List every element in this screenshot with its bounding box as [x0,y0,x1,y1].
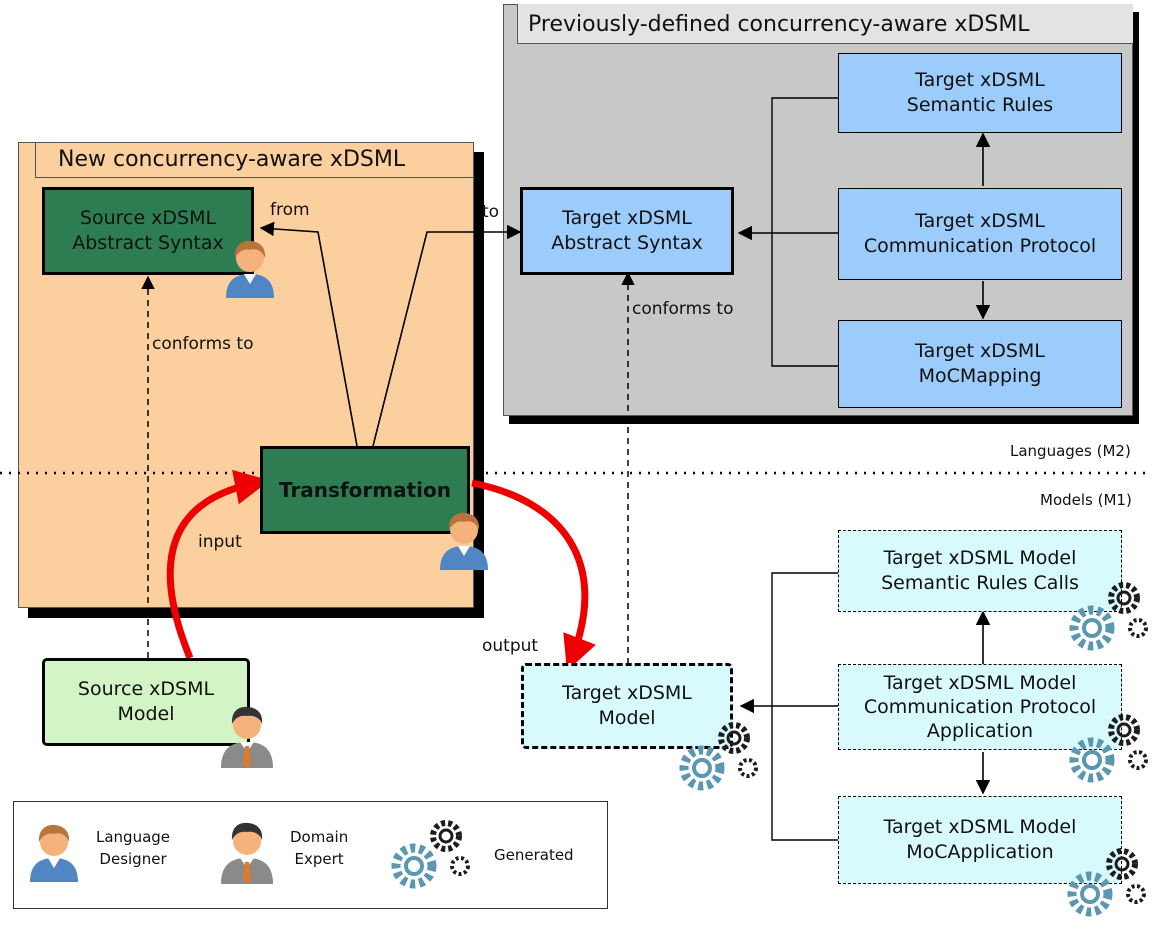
models-level-label: Models (M1) [1040,491,1132,509]
generated-gears-icon [1069,714,1148,783]
target-semantic-rules-label: Target xDSML Semantic Rules [906,69,1054,116]
prev-xdsml-title: Previously-defined concurrency-aware xDS… [528,12,1030,37]
transformation-label: Transformation [279,477,451,502]
output-edge [471,479,596,672]
target-model-comm-app-box[interactable] [838,664,1122,750]
input-edge [166,469,270,660]
target-model-moc-app-label: Target xDSML Model MoCApplication [883,816,1077,863]
target-model-src-calls-label: Target xDSML Model Semantic Rules Calls [881,547,1079,594]
generated-gears-icon [679,722,758,791]
languages-level-label: Languages (M2) [1010,442,1131,460]
m1-group-bracket [771,572,838,841]
source-abstract-syntax-box[interactable] [42,187,254,275]
legend-domain-expert-label: Domain Expert [290,828,349,868]
legend-generated-label: Generated [494,846,574,864]
to-edge [372,224,522,447]
output-label: output [482,636,539,656]
target-abstract-syntax-label: Target xDSML Abstract Syntax [551,207,703,254]
legend-box [13,801,608,909]
target-model-box[interactable] [521,663,733,749]
target-semantic-rules-box[interactable] [838,53,1122,133]
from-label: from [270,200,310,220]
source-model-box[interactable] [42,658,250,746]
language-designer-icon [440,512,488,570]
legend-language-designer-label: Language Designer [96,828,171,868]
target-moc-mapping-label: Target xDSML MoCMapping [915,340,1045,387]
conforms-to-source-label: conforms to [152,334,254,354]
language-designer-icon [30,824,78,882]
language-designer-icon [226,240,274,298]
target-model-moc-app-box[interactable] [838,796,1122,884]
input-label: input [198,532,242,552]
source-abstract-syntax-label: Source xDSML Abstract Syntax [72,207,224,254]
prev-xdsml-title-bar [517,4,1133,44]
from-edge [259,221,358,447]
target-model-comm-app-label: Target xDSML Model Communication Protoco… [863,672,1097,742]
target-model-src-calls-box[interactable] [838,530,1122,612]
conforms-to-target-label: conforms to [632,299,734,319]
target-model-label: Target xDSML Model [562,682,692,729]
target-communication-protocol-box[interactable] [838,188,1122,280]
generated-gears-icon [1069,582,1148,651]
target-communication-protocol-label: Target xDSML Communication Protocol [863,210,1097,257]
target-moc-mapping-box[interactable] [838,320,1122,408]
new-xdsml-title: New concurrency-aware xDSML [58,147,406,172]
m2-group-bracket [771,97,838,367]
generated-gears-icon [391,820,470,889]
domain-expert-icon [221,822,273,884]
source-model-label: Source xDSML Model [77,678,215,725]
transformation-box[interactable] [260,446,470,534]
new-xdsml-title-bar [35,142,474,178]
to-label: to [482,202,500,222]
generated-gears-icon [1067,848,1146,917]
target-abstract-syntax-box[interactable] [520,187,734,275]
domain-expert-icon [221,706,273,768]
